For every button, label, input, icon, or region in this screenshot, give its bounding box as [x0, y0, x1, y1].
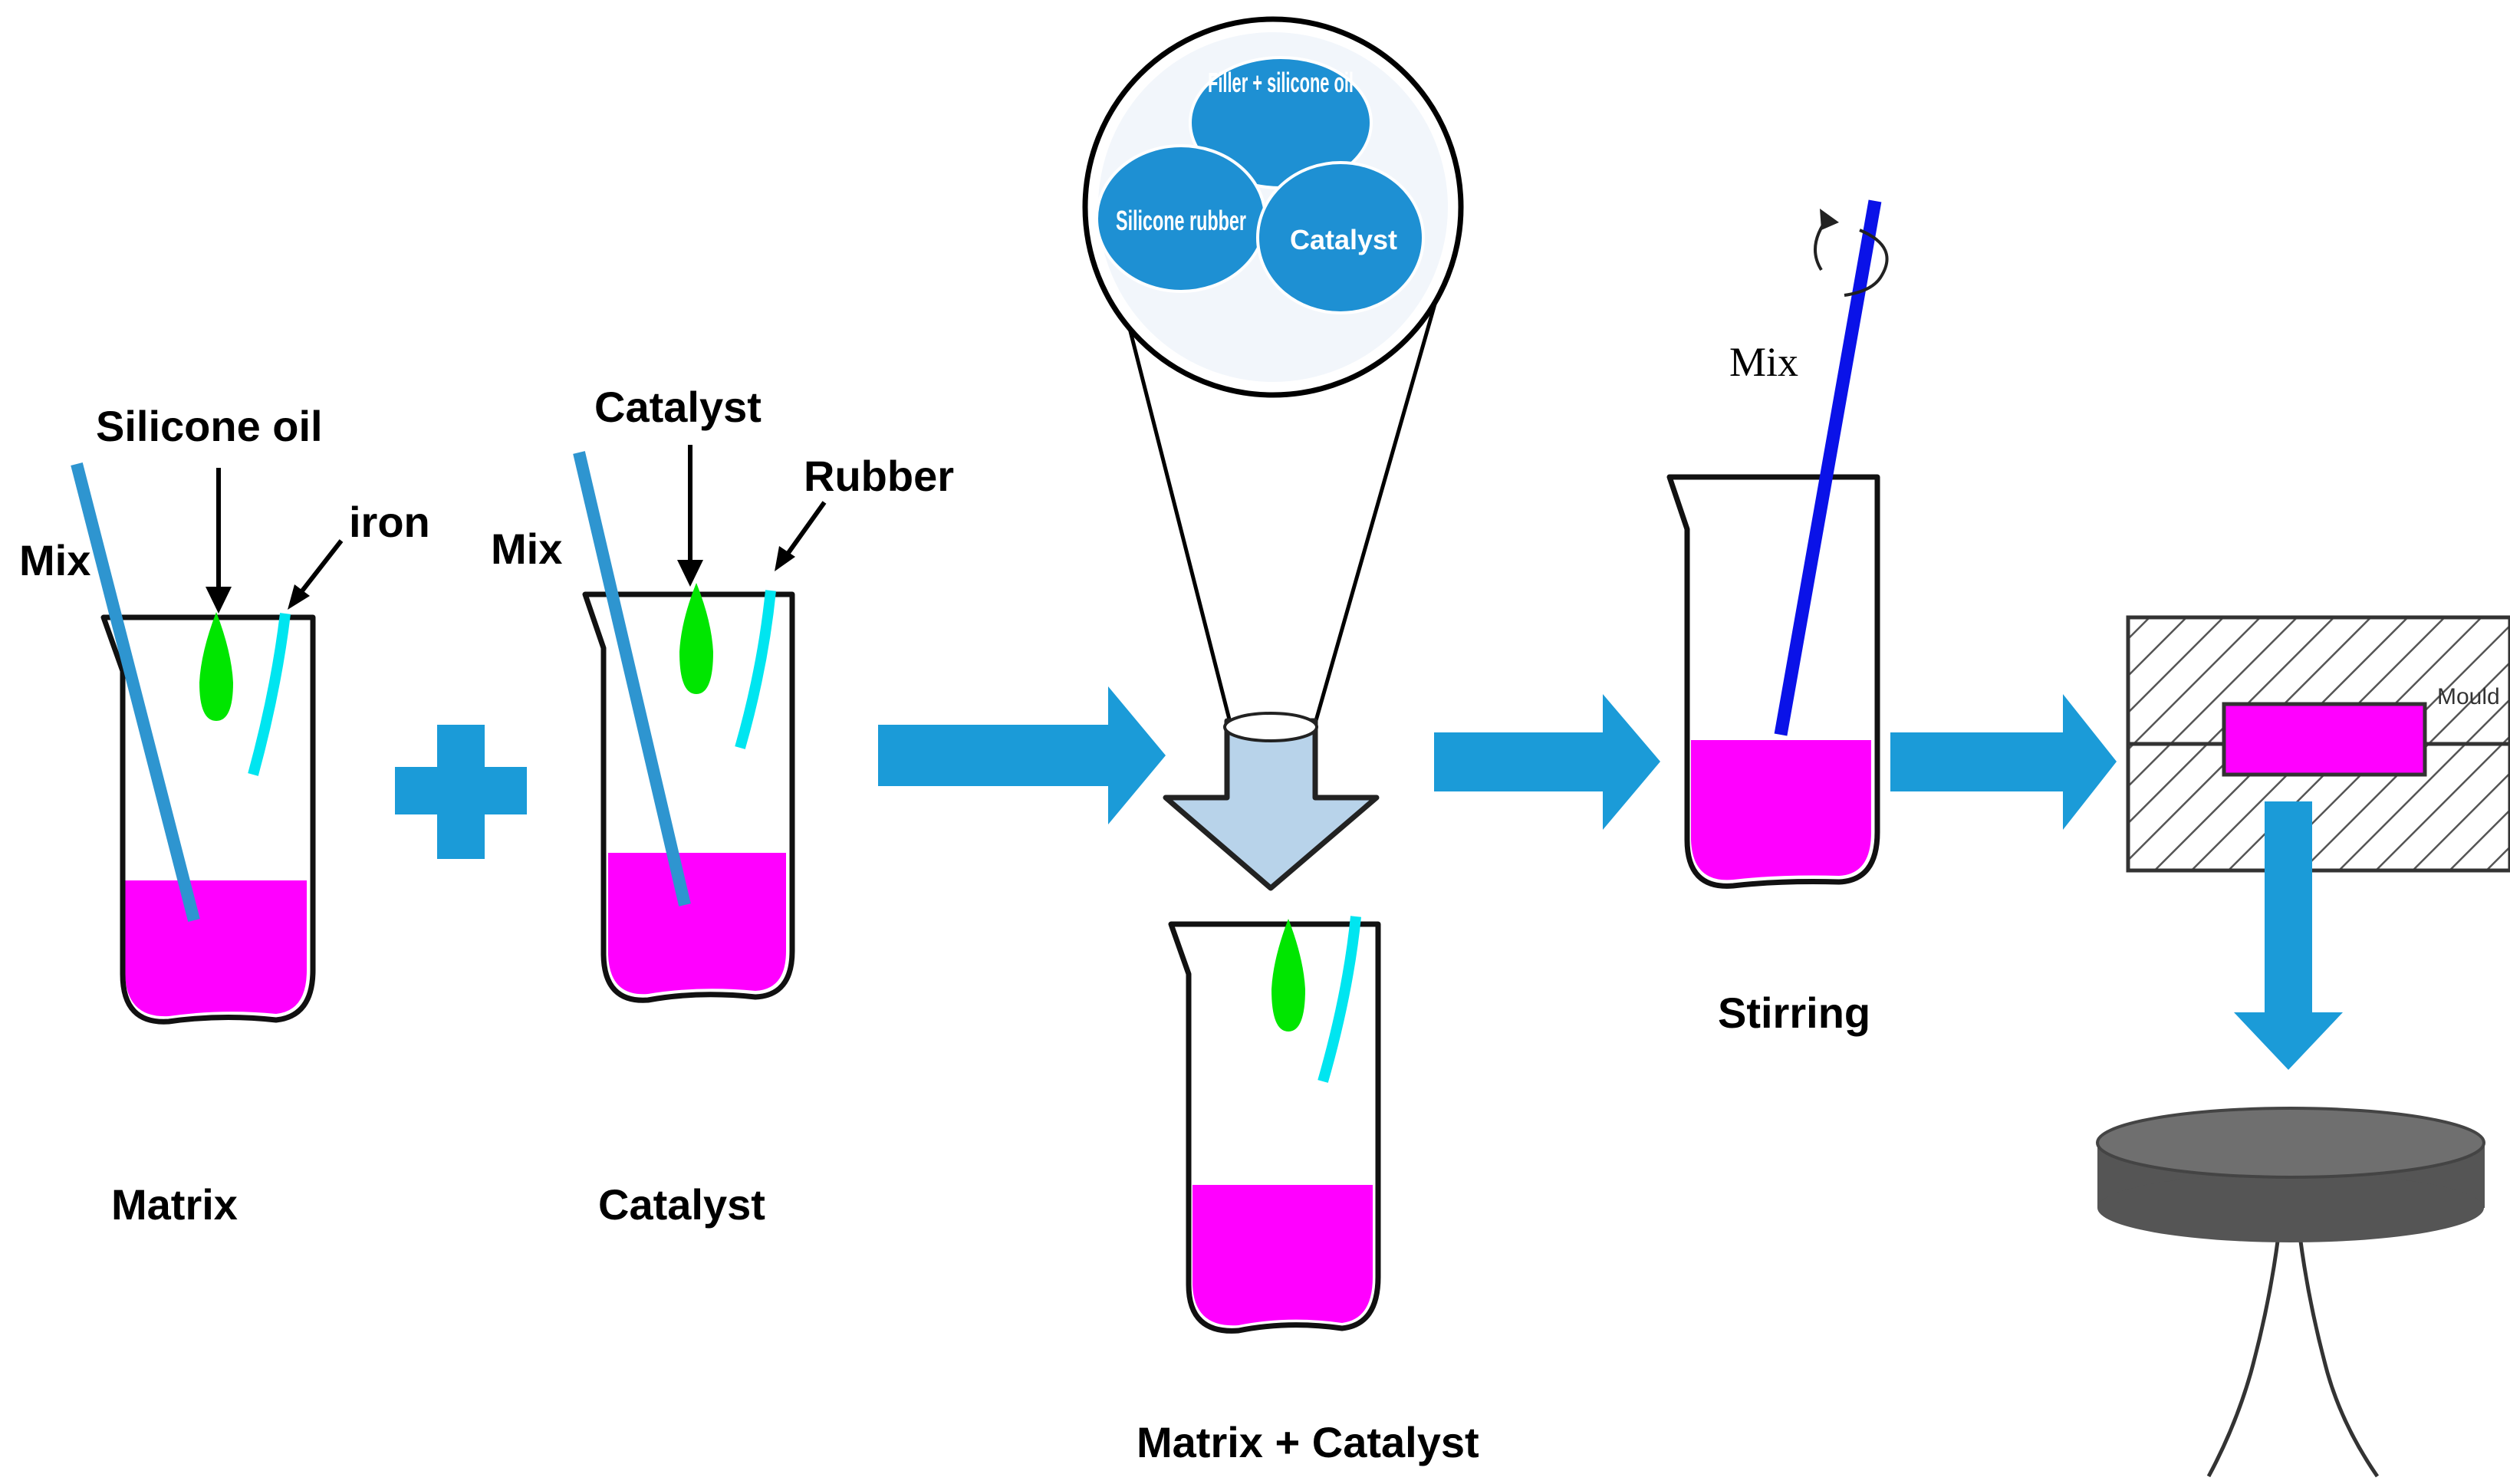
- rubber-arrow: [784, 501, 827, 558]
- down-arrow-icon: [1163, 712, 1380, 891]
- iron-arrow: [298, 539, 344, 594]
- bubble-silicone-rubber-label: Silicone rubber: [1116, 205, 1246, 236]
- down-arrow-2-icon: [2234, 801, 2343, 1070]
- iron-label: iron: [349, 498, 430, 546]
- rubber-rod: [735, 590, 776, 749]
- bubble-filler-oil-text: Filler + silicone oil: [1208, 67, 1354, 98]
- matrix-beaker-group: Silicone oil Mix iron Matrix: [19, 402, 430, 1229]
- matrix-mix-rod: [71, 462, 200, 922]
- mixed-rod: [1318, 916, 1361, 1083]
- mixed-liquid: [1192, 1185, 1373, 1326]
- catalyst-mix-label: Mix: [491, 525, 562, 573]
- stirring-rod: [1774, 199, 1882, 736]
- catalyst-arrowhead: [677, 560, 703, 587]
- silicone-oil-label: Silicone oil: [96, 402, 323, 450]
- rubber-label: Rubber: [804, 452, 954, 500]
- silicone-oil-drop: [199, 612, 233, 721]
- matrix-liquid: [125, 880, 307, 1017]
- zoom-magnifier: Filler + silicone oil Silicone rubber Ca…: [1082, 16, 1464, 758]
- plus-icon: [395, 725, 527, 859]
- sample-disk-group: [2096, 1107, 2485, 1478]
- stirring-liquid: [1691, 740, 1871, 880]
- matrix-label: Matrix: [111, 1180, 238, 1229]
- matrix-catalyst-label: Matrix + Catalyst: [1137, 1418, 1479, 1466]
- right-arrow-2-icon: [1434, 694, 1660, 830]
- matrix-mix-label: Mix: [19, 536, 90, 584]
- disk-bottom: [2097, 1173, 2484, 1242]
- stirring-beaker: [1666, 474, 1880, 889]
- catalyst-beaker: [582, 591, 795, 1003]
- mold-group: Mould: [2126, 615, 2510, 873]
- bubble-catalyst: [1256, 161, 1425, 314]
- silicone-oil-arrowhead: [206, 587, 232, 614]
- matrix-beaker: [100, 614, 316, 1025]
- mixed-beaker-group: Matrix + Catalyst: [1137, 916, 1479, 1466]
- iron-rod: [248, 613, 291, 776]
- rotation-arrowhead: [1820, 209, 1839, 230]
- mold-label: Mould: [2437, 684, 2500, 709]
- right-arrow-icon: [878, 686, 1166, 824]
- catalyst-liquid: [608, 853, 786, 995]
- disk-stand: [2206, 1207, 2380, 1478]
- iron-arrowhead: [288, 584, 310, 610]
- disk-top: [2096, 1107, 2485, 1179]
- bubble-filler-oil-label: Filler + silicone oil: [1208, 67, 1354, 98]
- bubble-catalyst-label: Catalyst: [1290, 224, 1397, 255]
- mixed-drop: [1271, 919, 1305, 1032]
- catalyst-label: Catalyst: [598, 1180, 765, 1229]
- stirring-beaker-group: Mix Stirring: [1666, 199, 1889, 1037]
- stirring-label: Stirring: [1718, 989, 1870, 1037]
- stirring-mix-label: Mix: [1729, 339, 1798, 385]
- catalyst-drop: [679, 583, 713, 694]
- catalyst-beaker-group: Catalyst Mix Rubber Catalyst: [491, 383, 954, 1229]
- bubble-silicone-rubber-text: Silicone rubber: [1116, 205, 1246, 236]
- catalyst-mix-rod: [573, 451, 691, 907]
- catalyst-top-label: Catalyst: [594, 383, 762, 431]
- mixed-beaker: [1168, 921, 1381, 1334]
- right-arrow-3-icon: [1890, 694, 2117, 830]
- rubber-arrowhead: [775, 546, 795, 571]
- mold-cavity: [2222, 702, 2427, 777]
